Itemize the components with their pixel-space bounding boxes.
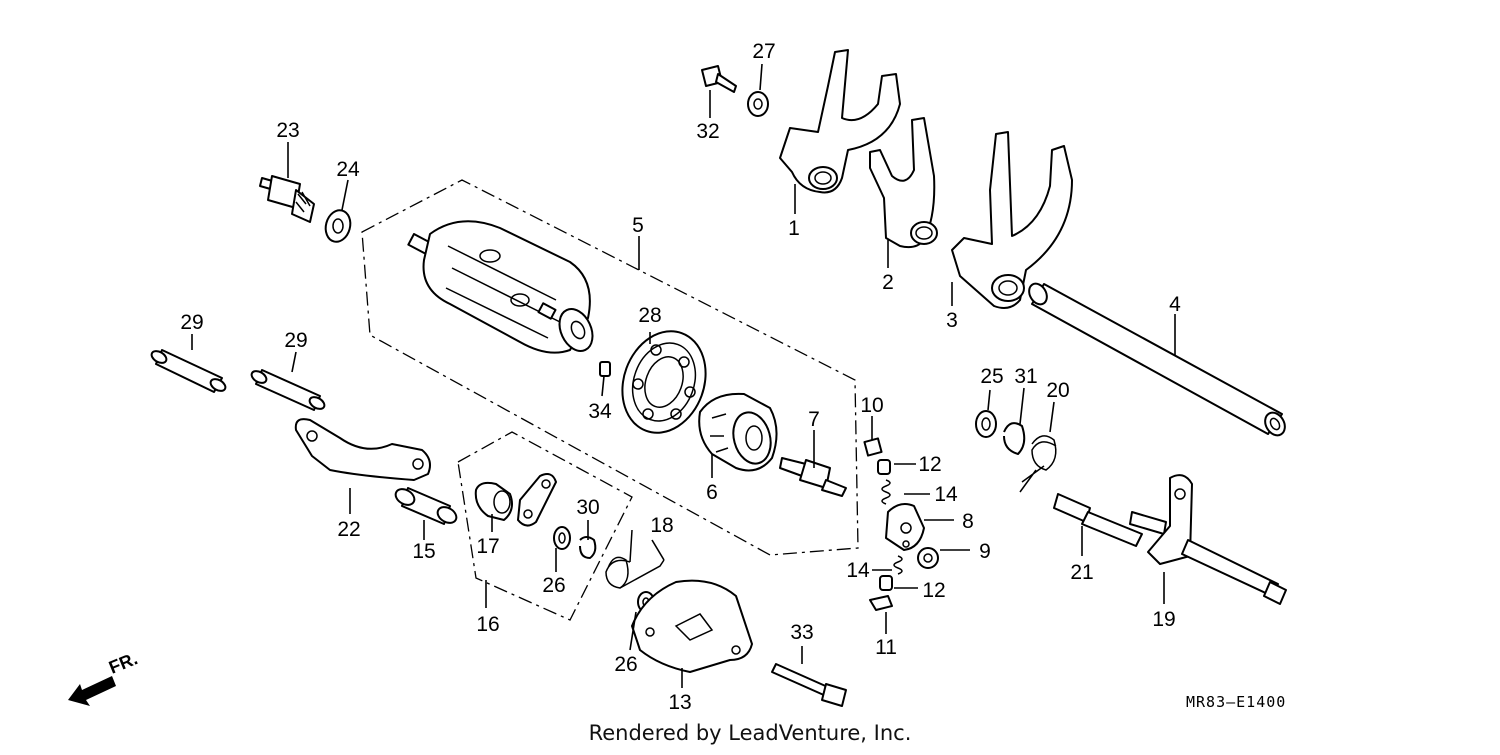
plate-22 xyxy=(294,418,431,481)
label-24: 24 xyxy=(336,158,360,181)
label-31: 31 xyxy=(1014,365,1037,388)
link-plate-16a xyxy=(517,473,557,527)
spring-14-lower xyxy=(893,555,903,575)
label-14-upper: 14 xyxy=(934,483,958,506)
label-18: 18 xyxy=(650,514,673,537)
washer-24 xyxy=(324,209,352,243)
label-26-a: 26 xyxy=(542,574,565,597)
label-20: 20 xyxy=(1046,379,1069,402)
bolt-32 xyxy=(701,65,737,93)
label-28: 28 xyxy=(638,304,661,327)
label-33: 33 xyxy=(790,621,813,644)
label-14-lower: 14 xyxy=(846,559,870,582)
spring-20 xyxy=(1019,435,1057,493)
label-16: 16 xyxy=(476,613,499,636)
neutral-switch-23 xyxy=(259,175,315,223)
diagram-code: MR83–E1400 xyxy=(1186,693,1286,711)
stopper-arm-8 xyxy=(885,503,925,551)
collar-9 xyxy=(917,547,939,569)
leader-lines xyxy=(191,63,1176,688)
washer-25 xyxy=(975,410,997,438)
label-12-lower: 12 xyxy=(922,579,945,602)
label-25: 25 xyxy=(980,365,1003,388)
label-2: 2 xyxy=(882,271,894,294)
bearing-28 xyxy=(621,330,707,434)
label-9: 9 xyxy=(979,540,991,563)
shift-drum-5 xyxy=(407,220,594,354)
collar-15 xyxy=(394,487,458,525)
label-5: 5 xyxy=(632,214,644,237)
clip-30 xyxy=(579,536,597,559)
pin-34 xyxy=(599,361,611,377)
assembly-5-outline xyxy=(361,179,859,556)
label-27: 27 xyxy=(752,40,775,63)
label-22: 22 xyxy=(337,518,360,541)
fork-shaft-4 xyxy=(1028,282,1286,437)
clip-31 xyxy=(1003,422,1026,455)
label-4: 4 xyxy=(1169,293,1181,316)
shift-fork-2 xyxy=(869,117,938,249)
label-19: 19 xyxy=(1152,608,1175,631)
washer-27 xyxy=(747,91,769,117)
cap-10 xyxy=(863,437,883,457)
label-1: 1 xyxy=(788,217,800,240)
label-11: 11 xyxy=(875,636,897,659)
label-32: 32 xyxy=(696,120,719,143)
dowel-pin-29-right xyxy=(250,369,326,411)
bolt-33 xyxy=(771,663,847,707)
plate-13 xyxy=(631,579,753,673)
cap-11 xyxy=(869,595,893,611)
label-21: 21 xyxy=(1070,561,1093,584)
pin-12-upper xyxy=(877,459,891,475)
roller-17 xyxy=(474,481,513,521)
pin-12-lower xyxy=(879,575,893,591)
washer-26-a xyxy=(553,526,571,550)
shift-fork-1 xyxy=(779,49,901,194)
spindle-19 xyxy=(1129,474,1287,605)
part-labels: 1 2 3 4 5 6 7 8 9 10 11 12 12 13 14 14 1… xyxy=(180,40,1181,714)
label-3: 3 xyxy=(946,309,958,332)
spring-18 xyxy=(605,529,665,589)
label-6: 6 xyxy=(706,481,718,504)
drum-center-6 xyxy=(698,392,778,472)
spring-14-upper xyxy=(881,479,891,505)
label-29-right: 29 xyxy=(284,329,307,352)
label-8: 8 xyxy=(962,510,974,533)
label-12-upper: 12 xyxy=(918,453,941,476)
shift-fork-3 xyxy=(951,131,1073,309)
label-15: 15 xyxy=(412,540,435,563)
direction-label: FR. xyxy=(106,648,140,677)
label-26-b: 26 xyxy=(614,653,637,676)
label-29-left: 29 xyxy=(180,311,203,334)
label-10: 10 xyxy=(860,394,883,417)
front-direction-arrow-icon: FR. xyxy=(68,648,140,706)
label-34: 34 xyxy=(588,400,612,423)
credit-line: Rendered by LeadVenture, Inc. xyxy=(589,721,912,745)
label-13: 13 xyxy=(668,691,691,714)
dowel-pin-29-left xyxy=(150,349,227,393)
label-30: 30 xyxy=(576,496,599,519)
label-23: 23 xyxy=(276,119,299,142)
label-7: 7 xyxy=(808,408,820,431)
label-17: 17 xyxy=(476,535,499,558)
bolt-7 xyxy=(779,457,847,497)
shaft-21 xyxy=(1053,493,1143,547)
